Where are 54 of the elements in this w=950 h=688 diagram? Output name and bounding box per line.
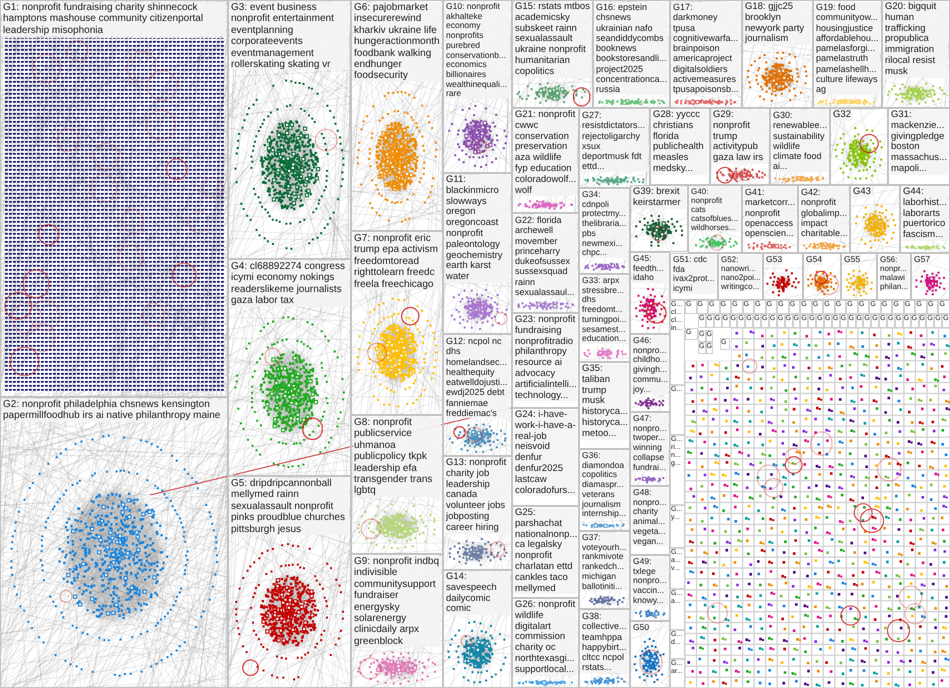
group-label: G25: parshachat nationalnonp... ca legalsky nonprofit charlatan ettd cankles taco mellymed — [514, 508, 577, 594]
group-label: G30: renewablee... sustainability wildlife climate food ai... — [772, 110, 828, 172]
group-label: G44: laborhist... laborarts puertorico fascism... — [902, 187, 948, 241]
group-label: G9: nonprofit indbq indivisible communitysupport fundraiser energysky solarenergy clinicdaily arpx greenblock — [353, 556, 441, 648]
group-label: G40: nonprofit cats catsofblues... wildhorses... — [690, 187, 740, 232]
group-label: G11: blackinmicro slowways oregon oregoncoast nonprofit paleontology geochemistry earth karst water — [445, 175, 510, 283]
group-label: G22: florida archewell movember princeharry dukeofsussex sussexsquad rainn sexualassaul... — [514, 215, 577, 298]
group-label: G35: taliban trump musk historyca... historyca... metoo... — [581, 364, 628, 440]
group-label: G32 — [832, 110, 852, 121]
group-label: G18: gjjc25 brooklyn newyork party journalism — [744, 2, 811, 46]
group-label: G13: nonprofit charity job leadership canada volunteer jobs jobposting career hiring — [445, 458, 510, 534]
group-label: G21: nonprofit cwwc conservation preservation aza wildlife fyp education coloradowolf... wolf — [514, 110, 577, 196]
group-label: G37: voteyourh... rankmivote rankedch... michigan ballotiniti... — [581, 533, 628, 592]
group-label: G17: darkmoney tpusa cognitivewarfa... brainpoison americaproject digitalsoldiers activemeasures tpusapoisonsb... — [672, 2, 740, 95]
group-label: G19: food communityow... housingjustice affordablehou... pamelasforgi... pamelastruth pamelashellh... culture lifeways ag — [815, 2, 880, 95]
group-label: G12: ncpol nc dhs homelandsec... healthequity eatwelldojusti... ewdj2025 debt fanniemae freddiemac's — [445, 336, 510, 418]
group-label: G16: epstein chsnews ukrainian nafo seandiddycombs booknews bookstoresandli... project2025 concentrationca... russia — [595, 2, 668, 95]
group-label: G15: rstats mtbos academicsky subskeet rainn sexualassault ukraine nonprofit humanitarian copolitics — [514, 2, 591, 78]
group-label: G3: event business nonprofit entertainment eventplanning corporateevents eventmanagement rollerskating skating vr — [230, 2, 349, 70]
group-label: G14: savespeech dailycomic comic — [445, 572, 510, 616]
group-label: G51: cdc fda ivax2prot... icymi — [672, 255, 716, 294]
group-label: G27: resistdictators... rejectoligarchy xsux deportmusk fdt ettd... — [581, 110, 648, 172]
group-label: G38: collective... teamhppa happybirt... cltcc ncpol rstats... — [581, 611, 628, 673]
group-label: G50 — [632, 623, 650, 633]
group-label: G26: nonprofit wildlife digitalart commission charity oc northtexasgi... supportlocal... — [514, 600, 577, 676]
group-label: G5: dripdripcannonball mellymed rainn sexualassault nonprofit pinks proudblue churches pittsburgh jesus — [230, 478, 349, 536]
group-label: G47: nonpro... twoper... winning collapse fundrai... — [632, 414, 668, 472]
group-label: G34: cdnpoli protectmy... thelibraria... pbs newmexi... chpc... — [581, 190, 628, 258]
group-label: G1: nonprofit fundraising charity shinnecock hamptons mashouse community citizenportal leadership misophonia — [2, 2, 226, 36]
group-label: G23: nonprofit fundraising nonprofitradio philanthropy resource ai advocacy artificialintelli... technology... — [514, 315, 577, 402]
group-label: G2: nonprofit philadelphia chsnews kensington papermillfoodhub irs ai native philanthropy maine — [2, 399, 226, 422]
group-label: G6: pajobmarket insecurerewind kharkiv ukraine life hungeractionmonth foodbank walking endhunger foodsecurity — [353, 2, 441, 82]
group-label: G31: mackenzie... givingpledge boston massachus... mapoli... — [890, 110, 948, 175]
group-label: G43 — [852, 187, 872, 198]
group-label: G33: arpx stressbre... dhs freedomt... turningpoi... sesamest... education... — [581, 276, 628, 344]
group-label: G4: cl68892274 congress icymi economy nokings readerslikeme journalists gaza labor tax — [230, 261, 349, 307]
group-label: G36: diamondoa copolitics diamaspr... veterans journalism internship... — [581, 451, 628, 519]
group-label: G39: brexit keirstarmer — [632, 187, 686, 209]
group-label: G56: nonpr... malawi philan... — [879, 255, 909, 292]
group-label: G24: i-have-work-i-have-a-real-job neisvoid denfur denfur2025 lastcaw coloradofurs... — [514, 410, 577, 496]
group-label: G48: nonpro... charity animal... vegeta... vegan... — [632, 488, 668, 546]
group-label: G10: nonprofit akhalteke economy nonprofits purebred conservationb... economics billionaires wealthinequali... rare — [445, 2, 510, 100]
group-label: G29: nonprofit trump activitypub gaza law irs — [712, 110, 768, 164]
group-label: G45: feedth... idaho — [632, 254, 668, 284]
group-label: G49: txlege nonpro... vaccin... knowy... — [632, 557, 668, 606]
group-label: G20: bigquit human trafficking propublica immigration rilocal resist musk — [884, 2, 948, 78]
group-label: G46: nonpro... childho... givingh... commu... joy... — [632, 336, 668, 394]
group-label: G28: yyccc christians florida publichealth measles medsky... — [652, 110, 708, 175]
group-label: G57 — [913, 255, 932, 265]
group-label: G41: marketcorr... nonprofit openaccess openscien... — [744, 187, 796, 238]
group-label: G8: nonprofit publicservice uhmanoa publicpolicy tkpk leadership efa transgender trans lgbtq — [353, 417, 441, 497]
group-label: G7: nonprofit eric trump epa activism freedomtoread righttolearn freedc freela freechicago — [353, 233, 441, 290]
group-label: G42: nonprofit globalimp... impact charitable... — [800, 187, 848, 238]
group-label: G52: nanowri... nano2poi... writingco... — [720, 255, 761, 292]
